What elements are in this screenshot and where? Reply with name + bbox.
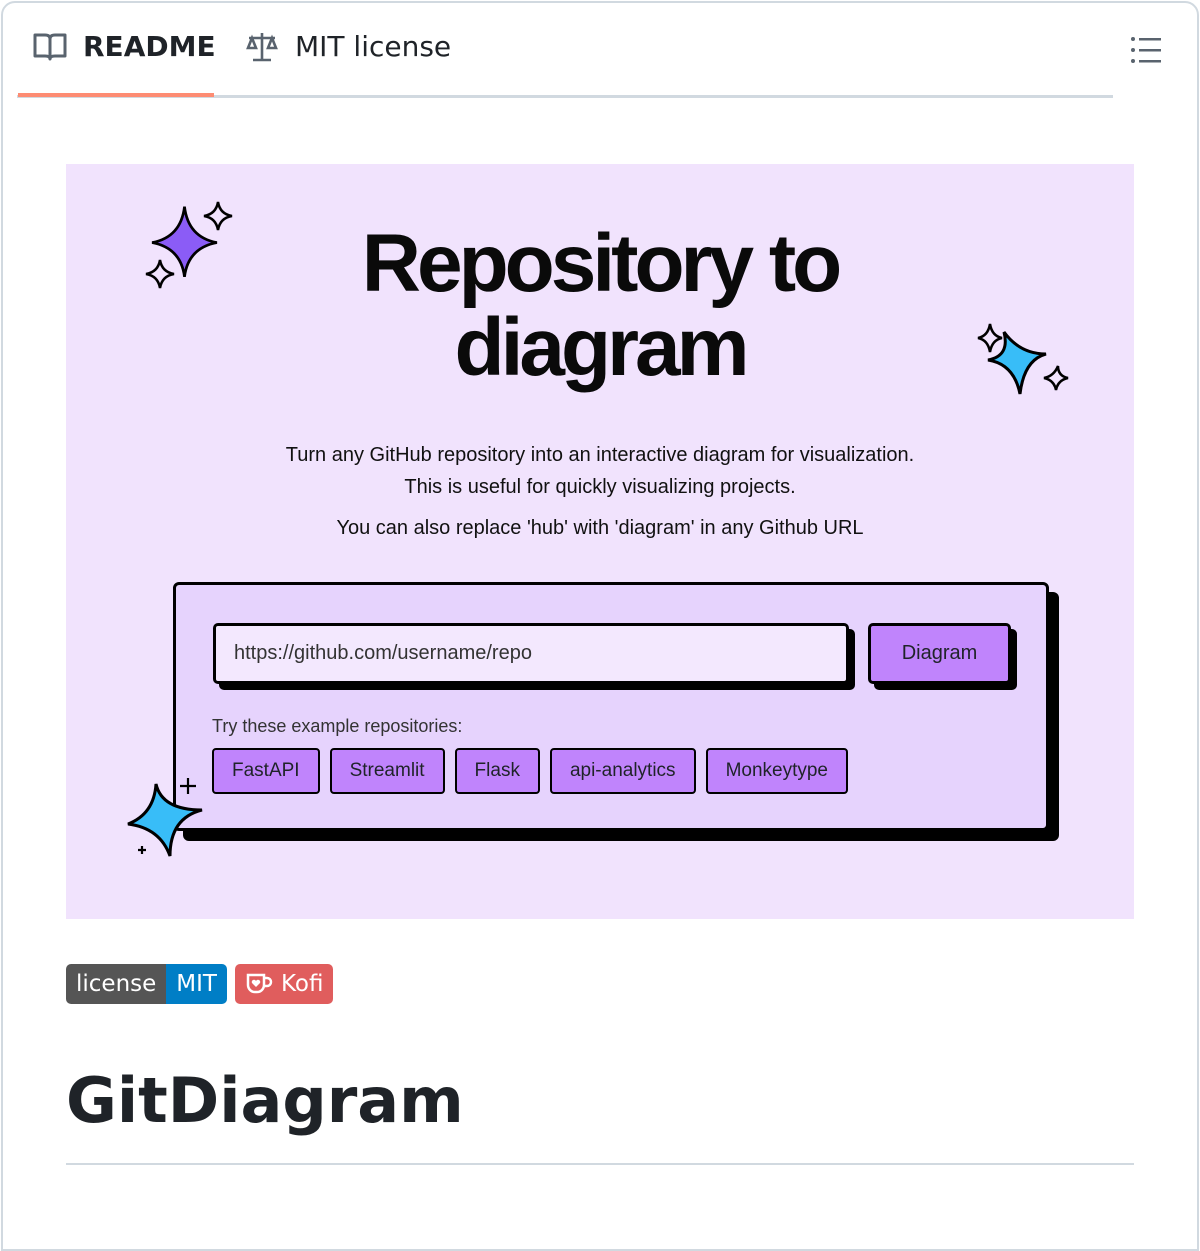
readme-heading: GitDiagram (66, 1064, 464, 1137)
kofi-badge[interactable]: Kofi (234, 964, 334, 1004)
example-flask[interactable]: Flask (454, 748, 540, 794)
badges: license MIT Kofi (66, 964, 334, 1004)
heading-divider (66, 1163, 1134, 1165)
tab-license-label: MIT license (295, 30, 452, 63)
sparkles-icon (977, 323, 1069, 395)
example-api-analytics[interactable]: api-analytics (549, 748, 696, 794)
example-streamlit[interactable]: Streamlit (329, 748, 445, 794)
tab-license[interactable]: MIT license (245, 30, 451, 63)
example-fastapi[interactable]: FastAPI (212, 748, 320, 794)
license-badge-label: license (66, 964, 167, 1004)
active-tab-indicator (18, 93, 214, 97)
sparkle-icon (127, 778, 203, 857)
diagram-button[interactable]: Diagram (868, 623, 1011, 684)
banner-description-3: You can also replace 'hub' with 'diagram… (336, 517, 864, 539)
kofi-cup-icon (246, 973, 273, 994)
example-monkeytype[interactable]: Monkeytype (705, 748, 849, 794)
scale-icon (245, 31, 279, 63)
repo-url-input[interactable]: https://github.com/username/repo (213, 623, 849, 684)
kofi-badge-label: Kofi (280, 971, 324, 997)
outline-list-icon[interactable] (1130, 36, 1162, 64)
tab-readme[interactable]: README (33, 30, 216, 63)
license-badge-value: MIT (166, 964, 227, 1004)
example-repos: FastAPI Streamlit Flask api-analytics Mo… (212, 748, 849, 794)
tab-bar: README MIT license (17, 0, 1113, 98)
examples-label: Try these example repositories: (212, 716, 463, 736)
banner-description-2: This is useful for quickly visualizing p… (404, 476, 796, 498)
repo-input-panel: https://github.com/username/repo Diagram… (173, 582, 1049, 831)
banner-description-1: Turn any GitHub repository into an inter… (285, 444, 915, 466)
tab-readme-label: README (83, 30, 216, 63)
sparkles-icon (145, 201, 233, 289)
license-badge[interactable]: license MIT (66, 964, 227, 1004)
book-icon (33, 32, 67, 62)
